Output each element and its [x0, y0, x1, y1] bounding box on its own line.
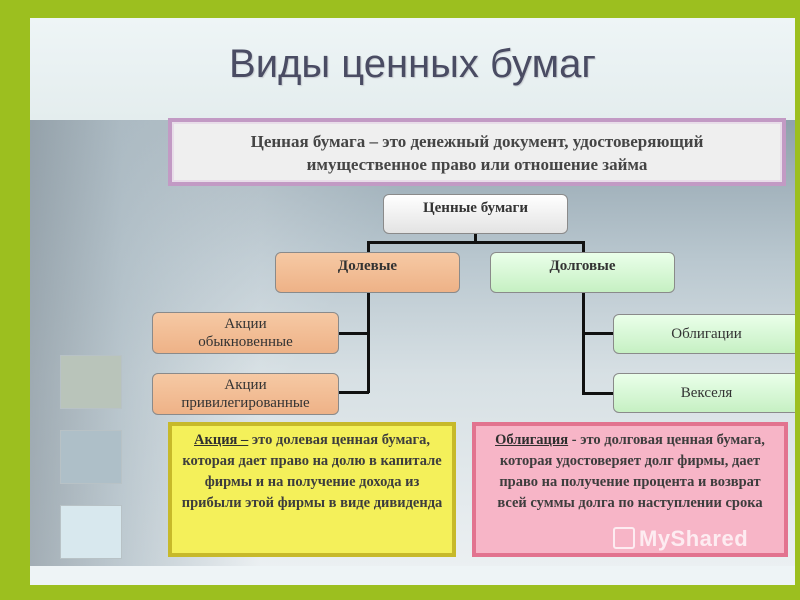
decor-swatch-2: [60, 430, 122, 484]
definition-box: Ценная бумага – это денежный документ, у…: [168, 118, 786, 186]
node-common-shares: Акции обыкновенные: [152, 312, 339, 354]
bond-definition-box: Облигация - это долговая ценная бумага, …: [472, 422, 788, 557]
node-bills: Векселя: [613, 373, 795, 413]
watermark-text: MyShared: [639, 526, 749, 551]
connector-to-common-shares: [339, 332, 369, 335]
node-preferred-shares: Акции привилегированные: [152, 373, 339, 415]
node-label: Акции: [224, 377, 267, 393]
definition-line-1: Ценная бумага – это денежный документ, у…: [250, 132, 704, 151]
connector-to-preferred-shares: [339, 391, 369, 394]
watermark-logo-icon: [613, 527, 635, 549]
share-term: Акция –: [194, 432, 249, 448]
share-definition-text: это долевая ценная бумага, которая дает …: [181, 432, 443, 511]
node-securities: Ценные бумаги: [383, 194, 568, 234]
connector-equity-trunk: [367, 293, 370, 393]
connector-level1-bar: [367, 241, 584, 244]
node-label: Акции: [224, 316, 267, 332]
definition-line-2: имущественное право или отношение займа: [306, 155, 648, 174]
decor-swatch-3: [60, 505, 122, 559]
connector-debt-trunk: [582, 293, 585, 395]
title-band: Виды ценных бумаг: [30, 18, 795, 120]
connector-root-down: [474, 234, 477, 243]
node-label: обыкновенные: [198, 334, 293, 350]
connector-to-debt: [582, 241, 585, 253]
node-bonds: Облигации: [613, 314, 795, 354]
connector-to-bills: [582, 392, 615, 395]
node-label: привилегированные: [181, 395, 310, 411]
connector-to-equity: [367, 241, 370, 253]
slide: Виды ценных бумаг Ценная бумага – это де…: [30, 18, 795, 585]
node-debt: Долговые: [490, 252, 675, 293]
bond-definition-text: - это долговая ценная бумага, которая уд…: [497, 432, 765, 511]
node-equity: Долевые: [275, 252, 460, 293]
watermark: MyShared: [613, 526, 793, 552]
share-definition-box: Акция – это долевая ценная бумага, котор…: [168, 422, 456, 557]
decor-swatch-1: [60, 355, 122, 409]
bottom-strip: [30, 566, 795, 585]
bond-term: Облигация: [495, 432, 569, 448]
page-title: Виды ценных бумаг: [229, 42, 596, 86]
connector-to-bonds: [582, 332, 615, 335]
